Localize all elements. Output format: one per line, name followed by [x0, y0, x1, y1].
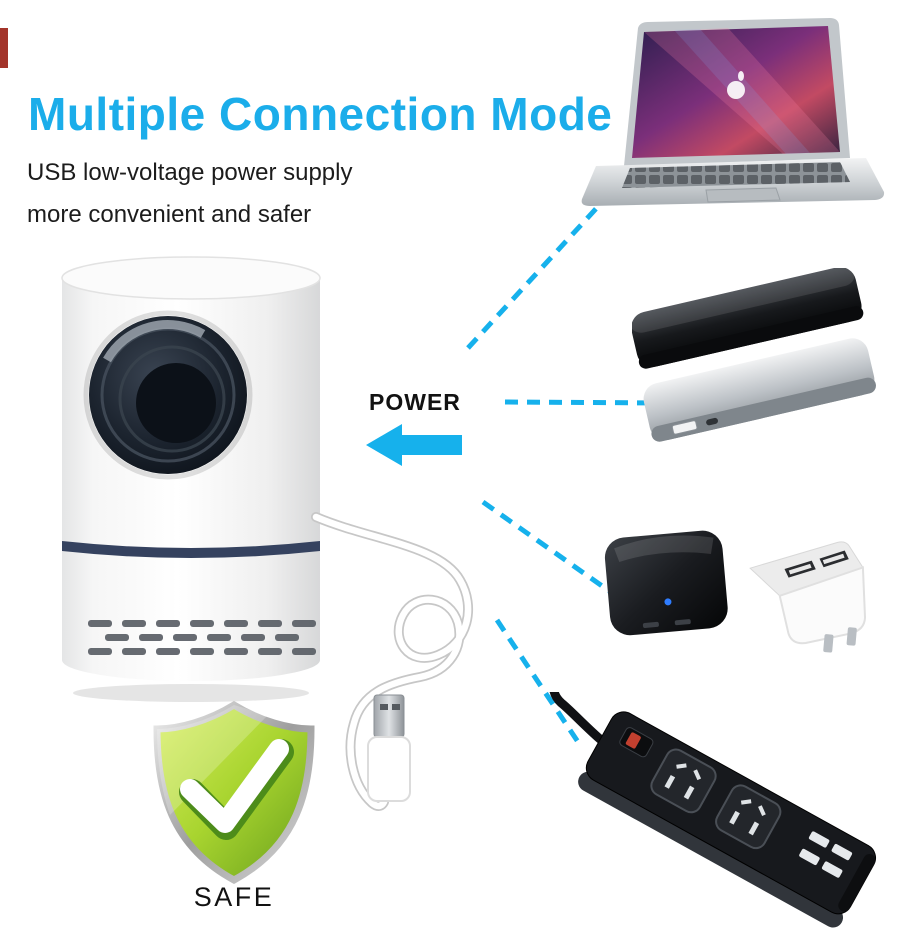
- lamp-funnel-hole: [83, 310, 253, 480]
- usb-plug-body: [367, 736, 411, 802]
- plug-prong: [823, 634, 834, 653]
- laptop-trackpad: [705, 187, 781, 203]
- laptop-screen: [624, 18, 850, 166]
- power-strip-usb-ports: [799, 831, 853, 878]
- mosquito-killer-lamp: [61, 256, 474, 811]
- lamp-shadow: [73, 684, 309, 702]
- connector-to-laptop: [466, 198, 606, 350]
- left-edge-artifact: [0, 28, 8, 68]
- power-strip-body: [548, 692, 877, 928]
- page-title: Multiple Connection Mode: [28, 88, 613, 140]
- laptop-keyboard: [622, 162, 850, 188]
- power-bank-image: [632, 268, 876, 442]
- connector-to-power-bank: [504, 399, 668, 406]
- power-bank-usb-port: [671, 420, 698, 435]
- laptop-base: [581, 158, 885, 206]
- laptop-image: [581, 18, 885, 206]
- connector-to-power-strip: [494, 618, 585, 750]
- lamp-vent-slots: [88, 620, 316, 655]
- subtitle: USB low-voltage power supply more conven…: [27, 152, 353, 236]
- lamp-navy-band: [62, 541, 320, 558]
- usb-cable-plug: [311, 512, 474, 811]
- safety-shield-check-icon: [153, 700, 315, 884]
- power-bank-black: [632, 268, 864, 369]
- plug-prong: [846, 627, 857, 646]
- power-bank-silver: [643, 338, 876, 442]
- subtitle-line-1: USB low-voltage power supply: [27, 159, 353, 186]
- charger-led: [664, 598, 672, 606]
- usb-power-strip-image: [548, 692, 877, 928]
- power-strip-cord: [548, 692, 605, 744]
- white-wall-plug: [749, 541, 867, 653]
- safe-label: SAFE: [193, 882, 275, 912]
- apple-logo-icon: [727, 81, 745, 99]
- power-strip-switch: [619, 727, 654, 758]
- usb-plug-metal-tip: [373, 694, 405, 738]
- left-arrow-icon: [366, 424, 462, 466]
- power-strip-outlet: [650, 748, 717, 814]
- usb-wall-chargers-image: [604, 530, 867, 653]
- connector-to-chargers: [481, 499, 614, 596]
- power-label: POWER: [369, 389, 461, 415]
- check-mark-icon: [180, 739, 289, 833]
- black-usb-charger: [604, 530, 728, 636]
- subtitle-line-2: more convenient and safer: [27, 201, 312, 228]
